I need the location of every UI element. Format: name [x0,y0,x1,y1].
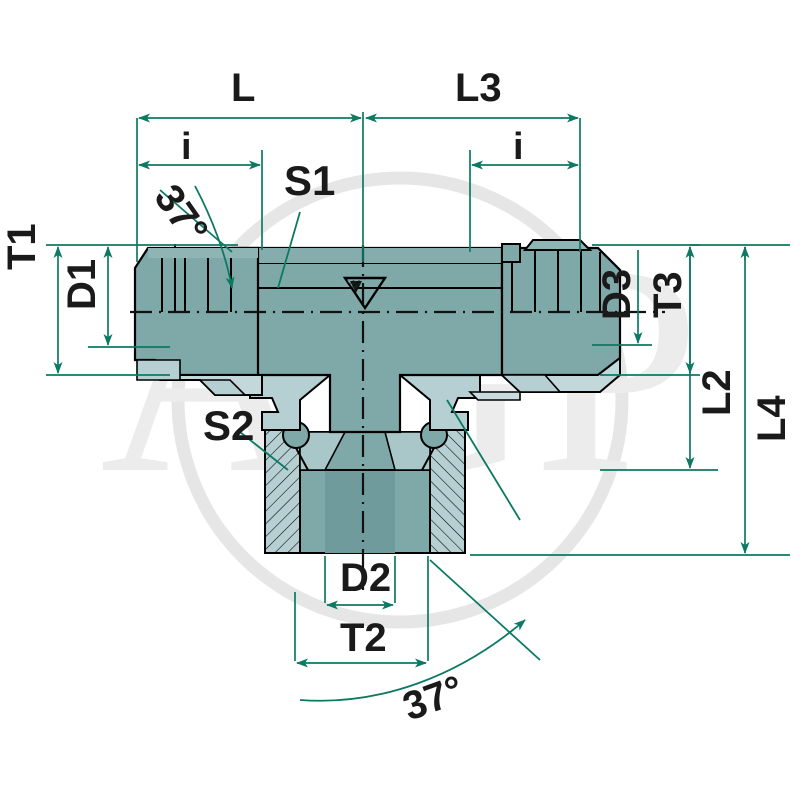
right-collar [522,239,593,251]
callout-label-S1: S1 [284,157,336,204]
dim-label-i-right: i [513,126,524,168]
dim-label-D3: D3 [595,268,639,320]
leader-branch-right [446,399,521,521]
leader-37-top-arrow [194,185,235,289]
callout-label-S2: S2 [203,402,255,449]
surface-finish-symbol [342,276,388,311]
angle-arc-bottom [299,619,526,702]
dim-label-L: L [231,66,256,110]
dim-label-L4: L4 [750,395,794,442]
fitting-part-geometry [130,239,665,590]
dim-label-D1: D1 [60,258,104,310]
branch-bore [325,470,395,553]
leader-37-bottom [429,559,541,661]
dim-label-D2: D2 [340,556,392,600]
dim-label-L2: L2 [695,369,739,416]
leader-S1 [277,211,301,289]
left-male-nipple [133,246,260,377]
branch-right-transition [397,374,481,431]
dim-label-i-left: i [181,126,192,168]
dim-label-L3: L3 [455,66,502,110]
dimension-lines [46,112,790,668]
dim-label-T3: T3 [646,271,690,318]
leader-S2 [239,431,289,471]
dim-label-T1: T1 [0,223,44,270]
branch-left-transition [249,374,333,431]
leader-lines [159,185,541,702]
dim-label-T2: T2 [340,616,387,660]
